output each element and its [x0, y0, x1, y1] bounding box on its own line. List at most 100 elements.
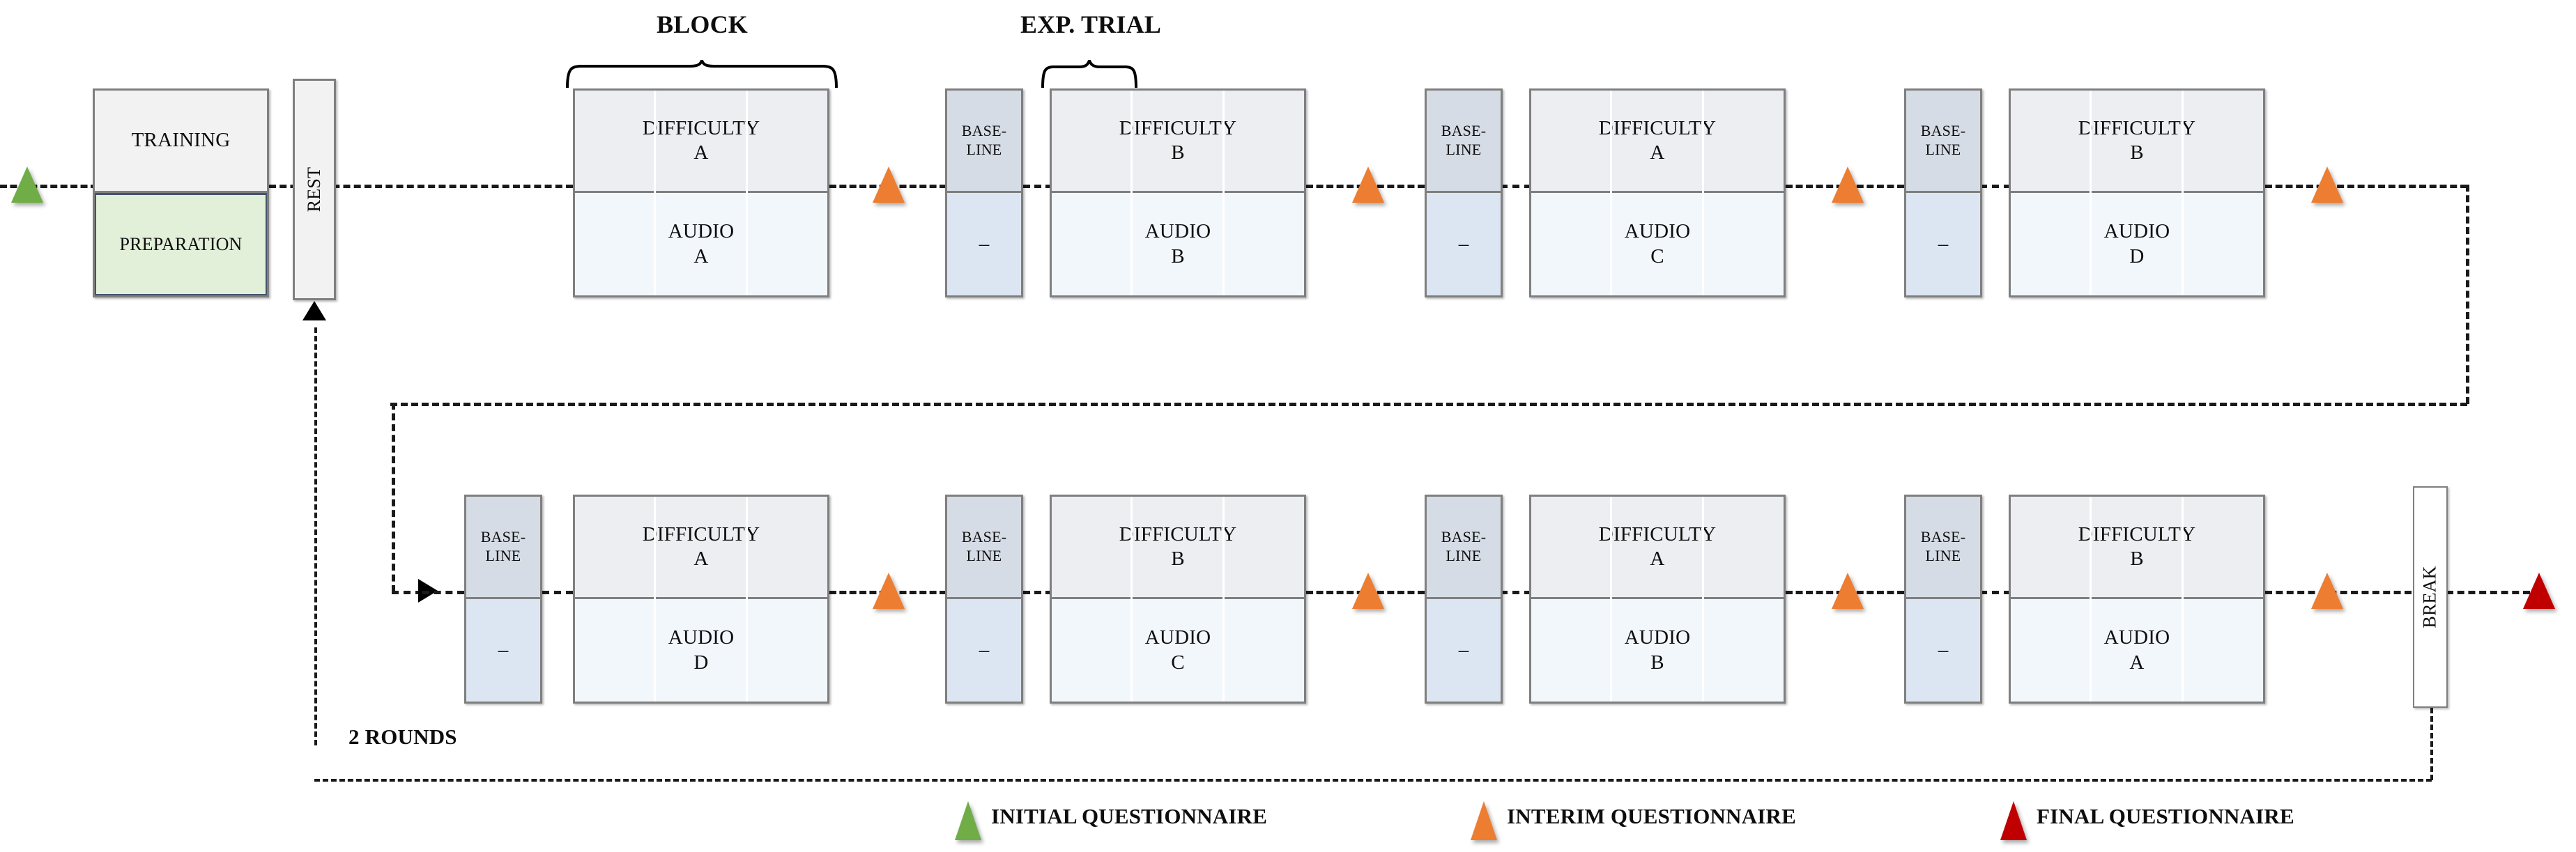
- difficulty-block-r2-2[interactable]: DifficultyB AudioC: [1050, 495, 1306, 704]
- baseline-label: Base-line: [961, 528, 1007, 564]
- break-label: Break: [2420, 566, 2440, 628]
- difficulty-block-r1-1[interactable]: DifficultyA AudioA: [573, 88, 829, 297]
- baseline-cell: Base-line: [947, 91, 1021, 193]
- timeline-row-2-segment-f: [1501, 591, 1531, 594]
- rest-inflow-arrowhead: [302, 301, 326, 320]
- legend-label-interim: Interim Questionnaire: [1507, 804, 1797, 828]
- baseline-block-r2-1[interactable]: Base-line –: [464, 495, 542, 704]
- audio-cell: AudioA: [575, 193, 827, 295]
- subtrial-sep-2: [1222, 497, 1225, 702]
- marker-initial-questionnaire-row1[interactable]: [11, 166, 43, 203]
- difficulty-block-r2-3[interactable]: DifficultyA AudioB: [1529, 495, 1786, 704]
- marker-interim-questionnaire-r1-3[interactable]: [1832, 166, 1864, 203]
- training-label: Training: [131, 129, 231, 152]
- marker-interim-questionnaire-r2-2[interactable]: [1352, 573, 1384, 609]
- block-brace: [566, 60, 838, 88]
- training-cell: Training: [95, 91, 267, 193]
- subtrial-sep-2: [2182, 497, 2184, 702]
- baseline-cell: Base-line: [466, 497, 540, 599]
- legend-item-final: Final Questionnaire: [2000, 787, 2294, 846]
- audio-label: AudioC: [1624, 220, 1691, 268]
- timeline-row-2-segment-j: [2446, 591, 2530, 594]
- block-brace-label: Block: [656, 10, 749, 38]
- baseline-value: –: [1458, 232, 1469, 255]
- baseline-cell: Base-line: [947, 497, 1021, 599]
- subtrial-sep-2: [1702, 497, 1704, 702]
- subtrial-sep-2: [746, 497, 748, 702]
- baseline-value: –: [1938, 638, 1949, 661]
- difficulty-block-r1-3[interactable]: DifficultyA AudioC: [1529, 88, 1786, 297]
- preparation-cell: Preparation: [95, 193, 267, 295]
- difficulty-cell: DifficultyB: [2011, 91, 2263, 193]
- marker-final-questionnaire[interactable]: [2523, 573, 2555, 609]
- subtrial-sep-1: [1130, 91, 1133, 295]
- subtrial-sep-1: [2090, 497, 2092, 702]
- baseline-label: Base-line: [1920, 122, 1966, 158]
- baseline-block-r1-3[interactable]: Base-line –: [1904, 88, 1982, 297]
- baseline-cell: Base-line: [1906, 91, 1980, 193]
- difficulty-block-r2-4[interactable]: DifficultyB AudioA: [2009, 495, 2265, 704]
- initial-questionnaire-icon: [955, 801, 981, 840]
- subtrial-sep-2: [746, 91, 748, 295]
- rest-block[interactable]: Rest: [293, 79, 336, 300]
- rest-inflow-line: [314, 327, 317, 745]
- baseline-value: –: [979, 232, 990, 255]
- interim-questionnaire-icon: [1471, 801, 1497, 840]
- baseline-value: –: [1458, 638, 1469, 661]
- audio-label: AudioD: [2103, 220, 2170, 268]
- baseline-cell: Base-line: [1427, 497, 1501, 599]
- baseline-label: Base-line: [1441, 528, 1487, 564]
- baseline-value-cell: –: [1906, 599, 1980, 702]
- difficulty-block-r2-1[interactable]: DifficultyA AudioD: [573, 495, 829, 704]
- baseline-block-r1-2[interactable]: Base-line –: [1425, 88, 1503, 297]
- audio-cell: AudioD: [2011, 193, 2263, 295]
- difficulty-block-r1-4[interactable]: DifficultyB AudioD: [2009, 88, 2265, 297]
- audio-cell: AudioC: [1052, 599, 1304, 702]
- subtrial-sep-2: [1702, 91, 1704, 295]
- legend: Initial Questionnaire Interim Questionna…: [0, 787, 2576, 846]
- rounds-label: 2 Rounds: [348, 725, 457, 749]
- subtrial-sep-1: [1610, 91, 1612, 295]
- baseline-block-r1-1[interactable]: Base-line –: [945, 88, 1023, 297]
- difficulty-cell: DifficultyA: [575, 91, 827, 193]
- timeline-row-1-segment-f: [1501, 185, 1531, 188]
- difficulty-cell: DifficultyB: [1052, 497, 1304, 599]
- timeline-row-1-segment-h: [1980, 185, 2011, 188]
- marker-interim-questionnaire-r1-2[interactable]: [1352, 166, 1384, 203]
- timeline-row-2-segment-a: [422, 591, 464, 594]
- baseline-value-cell: –: [947, 193, 1021, 295]
- rounds-loop-down-line: [2430, 708, 2433, 780]
- final-questionnaire-icon: [2000, 801, 2027, 840]
- audio-label: AudioD: [668, 626, 735, 674]
- subtrial-sep-1: [2090, 91, 2092, 295]
- baseline-cell: Base-line: [1427, 91, 1501, 193]
- wrap-enter-row2-line: [392, 591, 422, 594]
- timeline-row-1-segment-b: [269, 185, 573, 188]
- audio-cell: AudioB: [1052, 193, 1304, 295]
- marker-interim-questionnaire-r2-3[interactable]: [1832, 573, 1864, 609]
- difficulty-label: DifficultyB: [1119, 116, 1237, 164]
- difficulty-label: DifficultyA: [642, 522, 760, 570]
- timeline-row-1-segment-i: [2265, 185, 2467, 188]
- baseline-block-r2-2[interactable]: Base-line –: [945, 495, 1023, 704]
- audio-label: AudioA: [2103, 626, 2170, 674]
- audio-label: AudioA: [668, 220, 735, 268]
- difficulty-cell: DifficultyA: [575, 497, 827, 599]
- rounds-loop-bottom-line: [314, 779, 2432, 782]
- difficulty-cell: DifficultyA: [1531, 497, 1784, 599]
- audio-label: AudioB: [1624, 626, 1691, 674]
- baseline-block-r2-3[interactable]: Base-line –: [1425, 495, 1503, 704]
- baseline-value-cell: –: [466, 599, 540, 702]
- difficulty-block-r1-2[interactable]: DifficultyB AudioB: [1050, 88, 1306, 297]
- difficulty-label: DifficultyB: [2078, 522, 2196, 570]
- break-block[interactable]: Break: [2413, 486, 2448, 708]
- wrap-into-row2-line: [392, 403, 395, 592]
- marker-interim-questionnaire-r2-4[interactable]: [2311, 573, 2343, 609]
- baseline-block-r2-4[interactable]: Base-line –: [1904, 495, 1982, 704]
- marker-interim-questionnaire-r2-1[interactable]: [873, 573, 905, 609]
- difficulty-cell: DifficultyB: [2011, 497, 2263, 599]
- timeline-row-2-segment-h: [1980, 591, 2011, 594]
- training-preparation-block[interactable]: Training Preparation: [93, 88, 269, 297]
- marker-interim-questionnaire-r1-4[interactable]: [2311, 166, 2343, 203]
- marker-interim-questionnaire-r1-1[interactable]: [873, 166, 905, 203]
